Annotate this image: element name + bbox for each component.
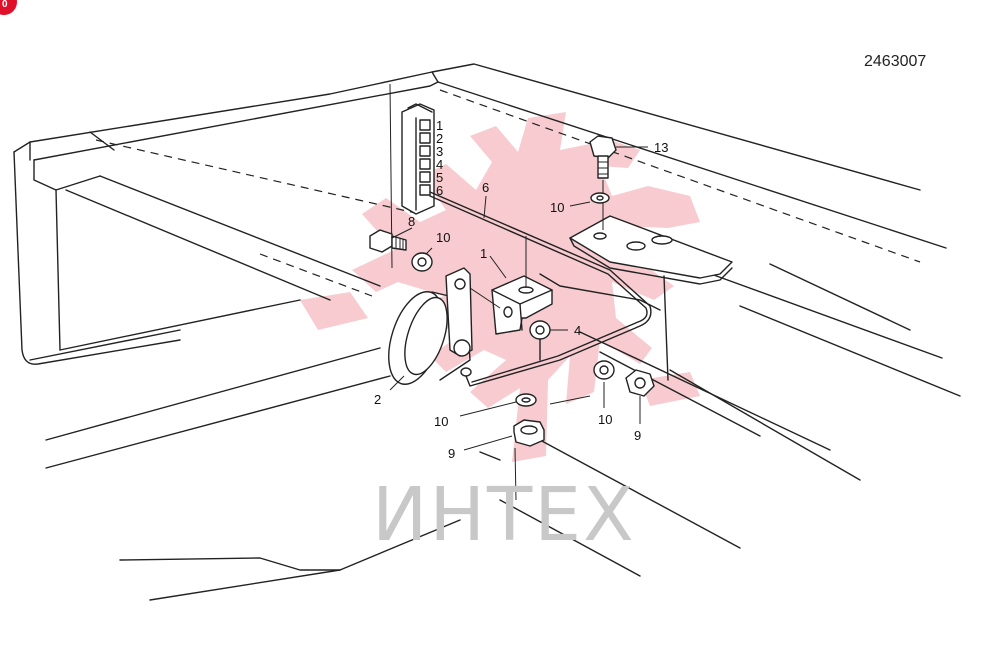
terminal-number-5: 5	[436, 170, 443, 185]
horn-2	[388, 267, 473, 385]
nut-9-bottom	[513, 419, 545, 501]
callout-10-right: 10	[598, 412, 612, 427]
callout-labels: 6 13 10 8 10 1 4 2 10 10 9 9	[374, 140, 668, 461]
callout-2: 2	[374, 392, 381, 407]
washer-4	[529, 320, 551, 340]
callout-4: 4	[574, 323, 581, 338]
callout-10-bottom: 10	[434, 414, 448, 429]
leader-lines	[389, 146, 648, 451]
vehicle-body-outline	[13, 63, 961, 601]
callout-10-top: 10	[550, 200, 564, 215]
mounting-plate	[569, 215, 733, 285]
bracket-1	[469, 236, 553, 335]
corner-badge: 0	[0, 0, 17, 15]
drawing-number: 2463007	[864, 53, 926, 70]
terminal-number-3: 3	[436, 144, 443, 159]
washer-10-top	[590, 192, 610, 204]
screw-8	[369, 229, 407, 253]
terminal-number-6: 6	[436, 183, 443, 198]
terminal-number-4: 4	[436, 157, 443, 172]
corner-badge-text: 0	[2, 0, 8, 10]
callout-1: 1	[480, 246, 487, 261]
bolt-13	[589, 135, 617, 230]
terminal-number-1: 1	[436, 118, 443, 133]
callout-10-left: 10	[436, 230, 450, 245]
terminal-number-2: 2	[436, 131, 443, 146]
callout-9-bottom: 9	[448, 446, 455, 461]
washer-10-left	[411, 252, 433, 272]
washer-10-right	[593, 360, 615, 380]
callout-8: 8	[408, 214, 415, 229]
washer-10-bottom	[515, 393, 537, 407]
callout-6: 6	[482, 180, 489, 195]
connector-block: 1 2 3 4 5 6	[401, 103, 443, 215]
callout-9-right: 9	[634, 428, 641, 443]
watermark-text: ИНТЕХ	[372, 472, 636, 558]
nut-9-right	[625, 369, 655, 397]
callout-13: 13	[654, 140, 668, 155]
